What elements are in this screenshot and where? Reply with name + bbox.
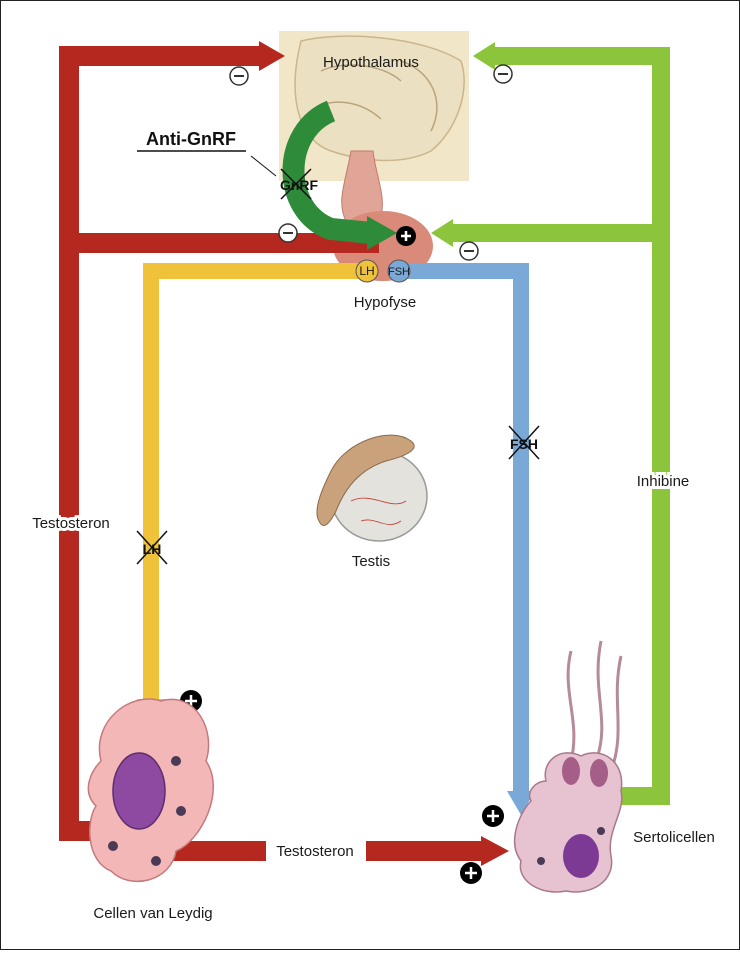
sertoli-cell-illustration xyxy=(515,641,622,892)
anti-gnrf-pointer xyxy=(251,156,276,176)
label-gnrf: GnRF xyxy=(280,177,319,193)
plus-sign-pituitary xyxy=(396,226,416,246)
minus-sign-2 xyxy=(494,65,512,83)
label-inhibine: Inhibine xyxy=(637,473,690,490)
minus-sign-3 xyxy=(279,224,297,242)
plus-sign-sertoli-top xyxy=(482,805,504,827)
label-sertolicellen: Sertolicellen xyxy=(633,829,715,846)
label-testis: Testis xyxy=(352,553,390,570)
label-anti-gnrf: Anti-GnRF xyxy=(146,129,236,149)
label-hypofyse: Hypofyse xyxy=(354,294,417,311)
label-cellen-van-leydig: Cellen van Leydig xyxy=(93,905,212,922)
testis-illustration xyxy=(317,435,427,541)
plus-sign-sertoli-bottom xyxy=(460,862,482,884)
fsh-badge: FSH xyxy=(388,260,410,282)
lh-badge-label: LH xyxy=(359,264,374,278)
fsh-badge-label: FSH xyxy=(388,266,410,278)
minus-sign-1 xyxy=(230,67,248,85)
label-hypothalamus: Hypothalamus xyxy=(323,54,419,71)
label-testosteron-side: Testosteron xyxy=(32,515,110,532)
label-testosteron-bottom: Testosteron xyxy=(276,843,354,860)
lh-badge: LH xyxy=(356,260,378,282)
minus-sign-4 xyxy=(460,242,478,260)
label-lh-crossed: LH xyxy=(143,541,162,557)
fsh-arrow xyxy=(403,271,535,815)
label-fsh-crossed: FSH xyxy=(510,436,538,452)
